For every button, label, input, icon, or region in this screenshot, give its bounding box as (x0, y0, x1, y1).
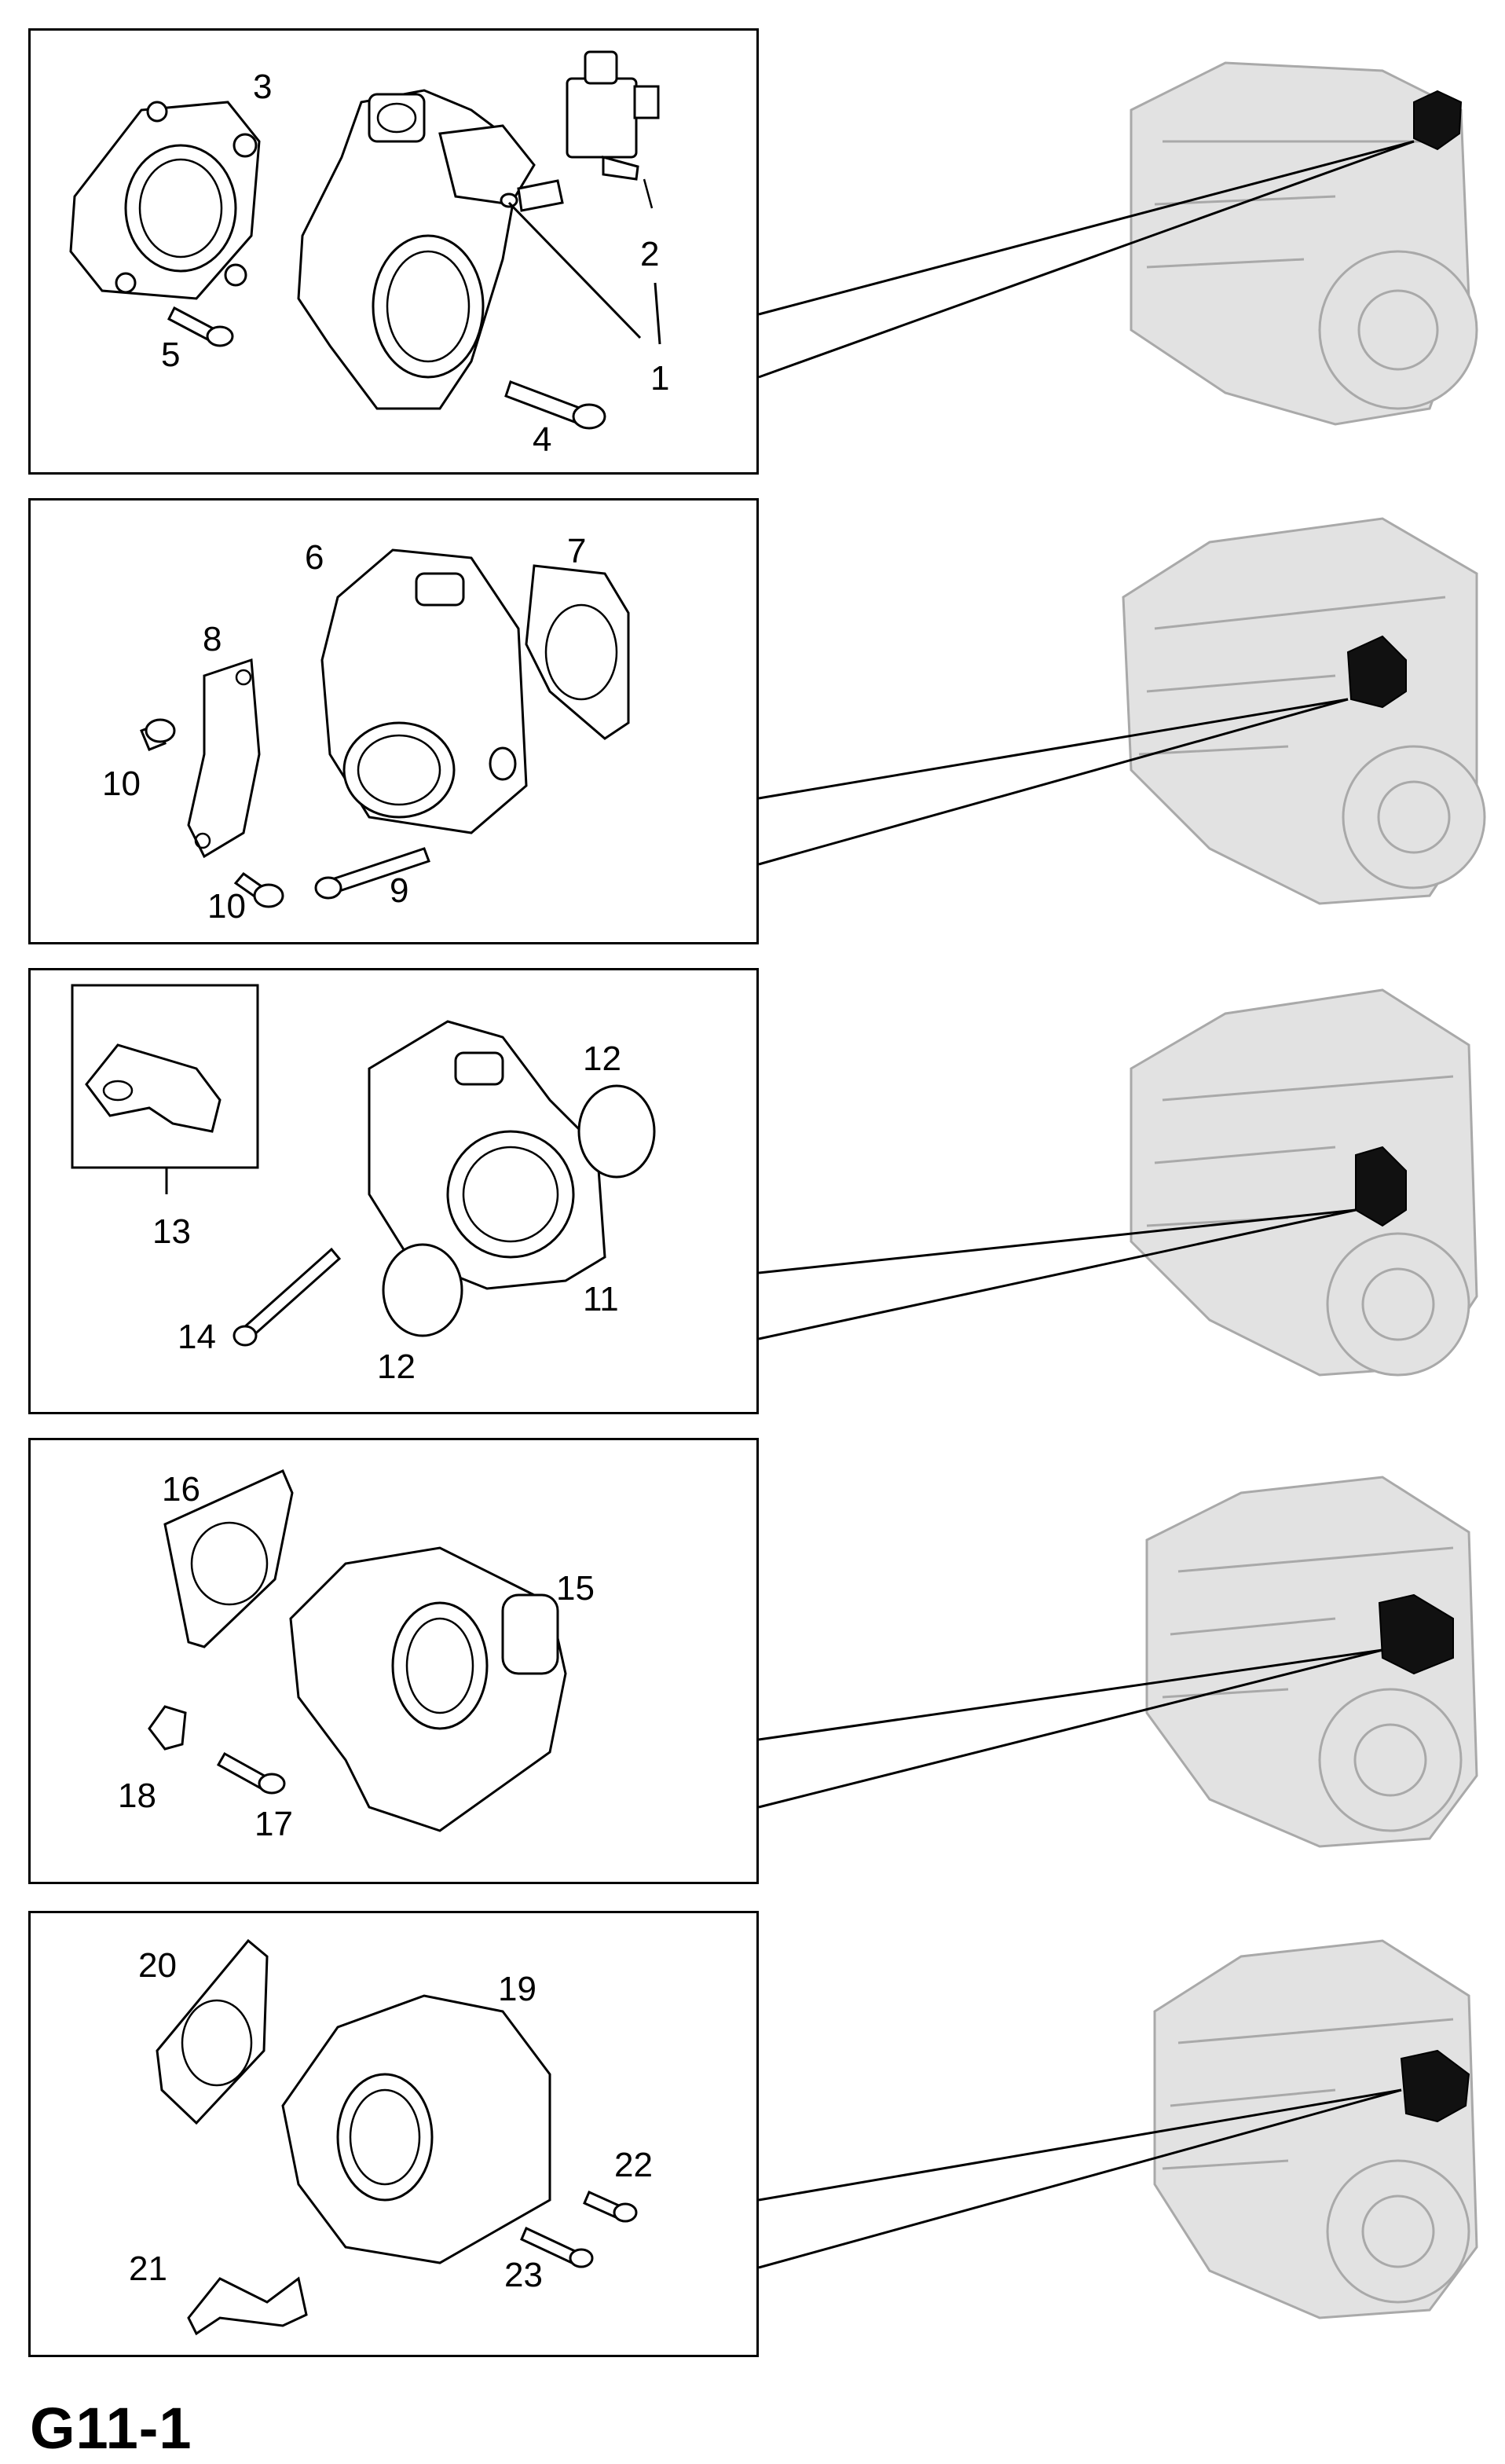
label-1: 1 (650, 359, 669, 398)
panel-1-labels: 3 2 5 1 4 (161, 68, 669, 459)
label-14: 14 (178, 1318, 216, 1356)
label-19: 19 (498, 1970, 536, 2008)
label-10b: 10 (207, 887, 246, 926)
label-2: 2 (640, 235, 659, 273)
screw-part-17 (216, 1751, 286, 1795)
throttle-body-11 (368, 1020, 606, 1290)
label-11: 11 (583, 1280, 619, 1318)
label-16: 16 (162, 1470, 200, 1509)
label-15: 15 (556, 1569, 595, 1608)
label-13: 13 (152, 1212, 191, 1251)
engine-illustration-2 (1122, 517, 1486, 905)
label-5: 5 (161, 336, 180, 374)
throttle-body-15 (289, 1546, 567, 1832)
bolt-part-14 (233, 1247, 342, 1347)
bolt-part-9 (314, 847, 430, 900)
bracket-part-8 (187, 658, 261, 859)
engine-illustration-3 (1130, 988, 1478, 1377)
bolt-part-22 (583, 2191, 638, 2223)
engine-illustration-4 (1145, 1476, 1478, 1848)
label-23: 23 (504, 2256, 543, 2294)
panel-3-parts (71, 984, 656, 1347)
label-12b: 12 (377, 1348, 416, 1386)
highlight-marker-5 (1400, 2049, 1470, 2123)
label-17: 17 (254, 1805, 293, 1843)
engine-illustration-5 (1153, 1939, 1478, 2319)
solenoid-part-2 (566, 50, 660, 209)
flange-part (69, 101, 261, 300)
throttle-body-19 (281, 1994, 551, 2264)
label-9: 9 (390, 871, 408, 910)
panel-2-parts (140, 548, 630, 908)
label-18: 18 (118, 1776, 156, 1815)
panel-5-labels: 20 19 22 21 23 (129, 1946, 653, 2294)
bracket-part-21 (187, 2276, 308, 2336)
label-6: 6 (305, 538, 324, 577)
panel-1-parts (69, 50, 661, 430)
panel-4-labels: 16 15 18 17 (118, 1470, 595, 1843)
page-code: G11-1 (30, 2396, 192, 2461)
highlight-marker-4 (1378, 1593, 1454, 1675)
label-7: 7 (567, 532, 586, 570)
highlight-marker-1 (1413, 90, 1463, 151)
bolt-part-4 (504, 380, 606, 430)
label-21: 21 (129, 2250, 167, 2288)
highlight-marker-2 (1346, 635, 1407, 709)
bolt-part-10a (140, 718, 176, 751)
o-ring-12a (577, 1084, 656, 1179)
gasket-part-20 (156, 1938, 269, 2125)
engine-illustration-1 (1130, 61, 1478, 426)
panel-2-labels: 6 7 8 10 10 9 (102, 532, 586, 926)
o-ring-12b (382, 1243, 463, 1337)
panel-5-parts (156, 1938, 638, 2336)
label-12a: 12 (583, 1040, 621, 1078)
bracket-part-18 (148, 1705, 187, 1751)
label-20: 20 (138, 1946, 177, 1985)
label-22: 22 (614, 2146, 653, 2184)
throttle-body-6 (320, 548, 528, 834)
bolt-part-23 (520, 2226, 594, 2268)
screw-part-5 (167, 306, 234, 347)
label-4: 4 (533, 420, 551, 459)
label-10a: 10 (102, 764, 141, 803)
gasket-part-7 (525, 564, 630, 740)
panel-4-parts (148, 1469, 567, 1832)
gasket-part-16 (163, 1469, 294, 1648)
bracket-part-13 (85, 1043, 222, 1133)
callout-lines (758, 140, 1415, 2269)
label-3: 3 (253, 68, 272, 106)
label-8: 8 (203, 620, 222, 658)
panel-3-labels: 12 13 11 14 12 (152, 1040, 621, 1386)
bolt-part-10b (233, 871, 284, 908)
throttle-body-1 (297, 89, 564, 410)
